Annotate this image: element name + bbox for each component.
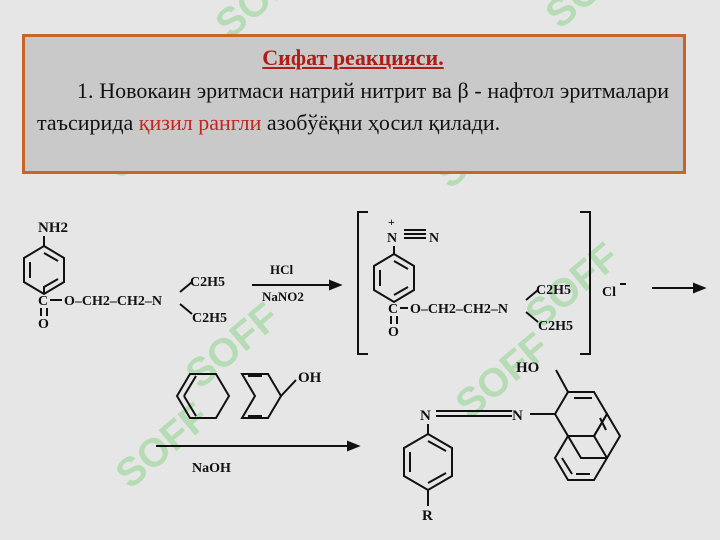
oh-label: OH (298, 370, 322, 386)
arrow-naoh: NaOH (156, 440, 361, 476)
box-title: Сифат реакцияси. (262, 45, 444, 70)
novocaine-structure: NH2 C O O–CH2–CH2–N C2H5 C2H5 (23, 220, 227, 332)
benzene-ring-3 (403, 432, 453, 492)
svg-text:+: + (388, 215, 395, 229)
description-box: Сифат реакцияси. 1. Новокаин эритмаси на… (22, 34, 686, 174)
diazo-n-plus: N (387, 231, 397, 246)
reagent-nano2: NaNO2 (262, 289, 304, 304)
chloride-ion: Cl (602, 285, 616, 300)
benzene-ring-2 (373, 252, 415, 304)
carbon-label-2: C (388, 302, 398, 317)
body-line-2a: эритмалари таъсирида (37, 78, 669, 135)
carbonyl-oxygen: O (38, 317, 49, 332)
r-group: R (422, 508, 433, 524)
body-line-3: қилади. (428, 110, 501, 135)
arrow-reagents: HCl NaNO2 (252, 262, 343, 304)
ester-chain-2: O–CH2–CH2–N (410, 302, 508, 317)
ethyl-bottom: C2H5 (192, 311, 227, 326)
body-line-1: 1. Новокаин эритмаси натрий нитрит ва β … (77, 78, 555, 103)
nh2-label: NH2 (38, 220, 68, 236)
beta-naphthol-structure: OH (175, 370, 322, 419)
ester-chain: O–CH2–CH2–N (64, 294, 162, 309)
diazo-n: N (429, 231, 439, 246)
diazonium-salt: + N N C O O–CH2–CH2–N C2H5 C2H5 (357, 211, 591, 355)
ethyl-bottom-2: C2H5 (538, 319, 573, 334)
reagent-hcl: HCl (270, 262, 294, 277)
ho-label: HO (516, 360, 539, 376)
box-body: 1. Новокаин эритмаси натрий нитрит ва β … (37, 75, 669, 139)
azo-n1: N (420, 408, 431, 424)
body-line-2-red: қизил рангли (138, 110, 262, 135)
carbonyl-oxygen-2: O (388, 325, 399, 340)
ethyl-top-2: C2H5 (536, 283, 571, 298)
ethyl-top: C2H5 (190, 275, 225, 290)
azo-n2: N (512, 408, 523, 424)
azo-dye-structure: N N R HO (403, 360, 622, 524)
body-line-2b: азобўёқни ҳосил (261, 110, 423, 135)
naoh-label: NaOH (192, 461, 231, 476)
carbon-label: C (38, 294, 48, 309)
